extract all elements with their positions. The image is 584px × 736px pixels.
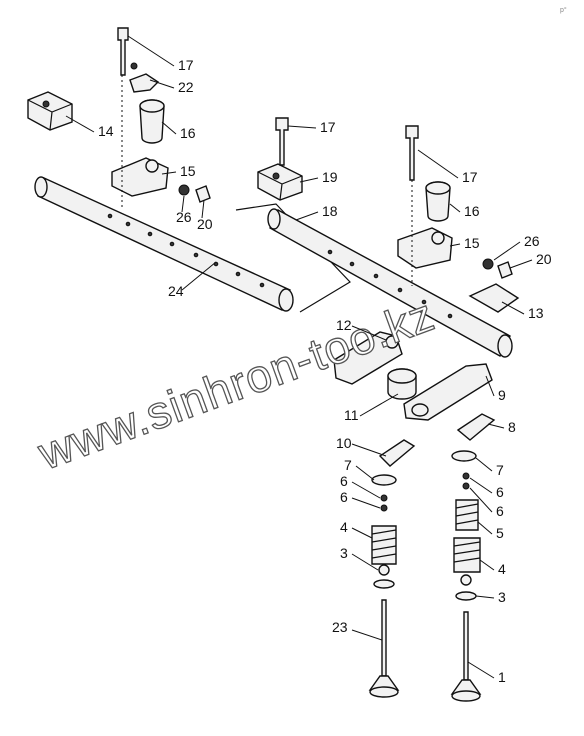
callout-label-c10: 10	[336, 435, 352, 451]
callout-label-c17b: 17	[320, 119, 336, 135]
callout-label-c3a: 3	[340, 545, 348, 561]
leader-line-c16b	[449, 203, 461, 213]
leader-line-c10	[351, 443, 387, 457]
leader-line-c6c	[469, 477, 493, 494]
leader-line-c9	[485, 375, 495, 397]
callout-label-c8: 8	[508, 419, 516, 435]
callout-label-c6c: 6	[496, 484, 504, 500]
leader-line-c20b	[509, 259, 533, 269]
leader-line-c20a	[201, 199, 205, 219]
leader-line-c14	[65, 115, 95, 133]
callout-label-c22: 22	[178, 79, 194, 95]
valve-stack-right	[450, 450, 482, 702]
callout-label-c23: 23	[332, 619, 348, 635]
bracket-assembly-right	[275, 117, 520, 313]
valve-bridge-8	[456, 413, 496, 441]
rocker-shaft-right	[267, 208, 513, 358]
callout-label-c13: 13	[528, 305, 544, 321]
callout-label-c18: 18	[322, 203, 338, 219]
leader-line-c5	[477, 521, 493, 535]
leader-line-c15b	[449, 243, 461, 247]
callout-label-c15b: 15	[464, 235, 480, 251]
leader-line-c1	[467, 661, 495, 679]
callout-label-c24: 24	[168, 283, 184, 299]
leader-line-c26b	[493, 241, 521, 261]
leader-line-c6a	[351, 481, 381, 499]
leader-line-c16a	[161, 121, 177, 135]
callout-label-c6d: 6	[496, 503, 504, 519]
callout-label-c3b: 3	[498, 589, 506, 605]
leader-line-c17a	[127, 35, 175, 67]
callout-label-c4b: 4	[498, 561, 506, 577]
leader-line-c24	[181, 261, 217, 291]
leader-line-c13	[501, 301, 525, 315]
leader-line-c7a	[355, 465, 375, 481]
callout-label-c7b: 7	[496, 462, 504, 478]
callout-label-c11: 11	[344, 407, 359, 423]
callout-label-c17c: 17	[462, 169, 478, 185]
leader-line-c12	[351, 325, 387, 341]
callout-label-c17a: 17	[178, 57, 194, 73]
valve-bridge-10	[378, 439, 416, 467]
leader-line-c15a	[161, 171, 177, 175]
corner-mark: p°	[560, 6, 567, 14]
support-block-14	[27, 91, 73, 131]
callout-label-c7a: 7	[344, 457, 352, 473]
callout-label-c14: 14	[98, 123, 114, 139]
bracket-assembly-left	[111, 27, 211, 210]
callout-label-c16a: 16	[180, 125, 196, 141]
leader-line-c4b	[479, 559, 495, 571]
callout-label-c6a: 6	[340, 473, 348, 489]
leader-line-c22	[149, 79, 175, 89]
callout-label-c1: 1	[498, 669, 506, 685]
leader-line-c6d	[469, 487, 493, 513]
leader-line-c11	[359, 393, 399, 417]
callout-label-c15a: 15	[180, 163, 196, 179]
callout-label-c9: 9	[498, 387, 506, 403]
callout-label-c16b: 16	[464, 203, 480, 219]
leader-line-c17c	[417, 149, 459, 179]
callout-label-c12: 12	[336, 317, 352, 333]
callout-label-c6b: 6	[340, 489, 348, 505]
leader-line-c23	[351, 629, 383, 641]
callout-label-c20b: 20	[536, 251, 552, 267]
support-block-19	[257, 163, 303, 201]
leader-line-c7b	[475, 457, 493, 472]
valve-stack-left	[368, 474, 400, 698]
leader-line-c18	[295, 211, 319, 221]
leader-line-c3a	[351, 553, 379, 571]
callout-label-c26a: 26	[176, 209, 192, 225]
callout-label-c5: 5	[496, 525, 504, 541]
callout-label-c20a: 20	[197, 216, 213, 232]
leader-line-c3b	[475, 595, 495, 599]
leader-line-c17b	[287, 125, 317, 129]
watermark-text: www.sinhron-too.kz	[31, 288, 441, 480]
leader-line-c4a	[351, 527, 373, 539]
leader-line-c6b	[351, 497, 381, 509]
rocker-arm-12	[333, 331, 403, 385]
callout-label-c4a: 4	[340, 519, 348, 535]
leader-line-c26a	[181, 195, 185, 213]
rocker-arm-9	[403, 363, 493, 421]
callout-label-c26b: 26	[524, 233, 540, 249]
rocker-bushing-11	[387, 368, 417, 400]
callout-label-c19: 19	[322, 169, 338, 185]
leader-line-c19	[299, 177, 319, 183]
leader-line-c8	[487, 423, 505, 429]
